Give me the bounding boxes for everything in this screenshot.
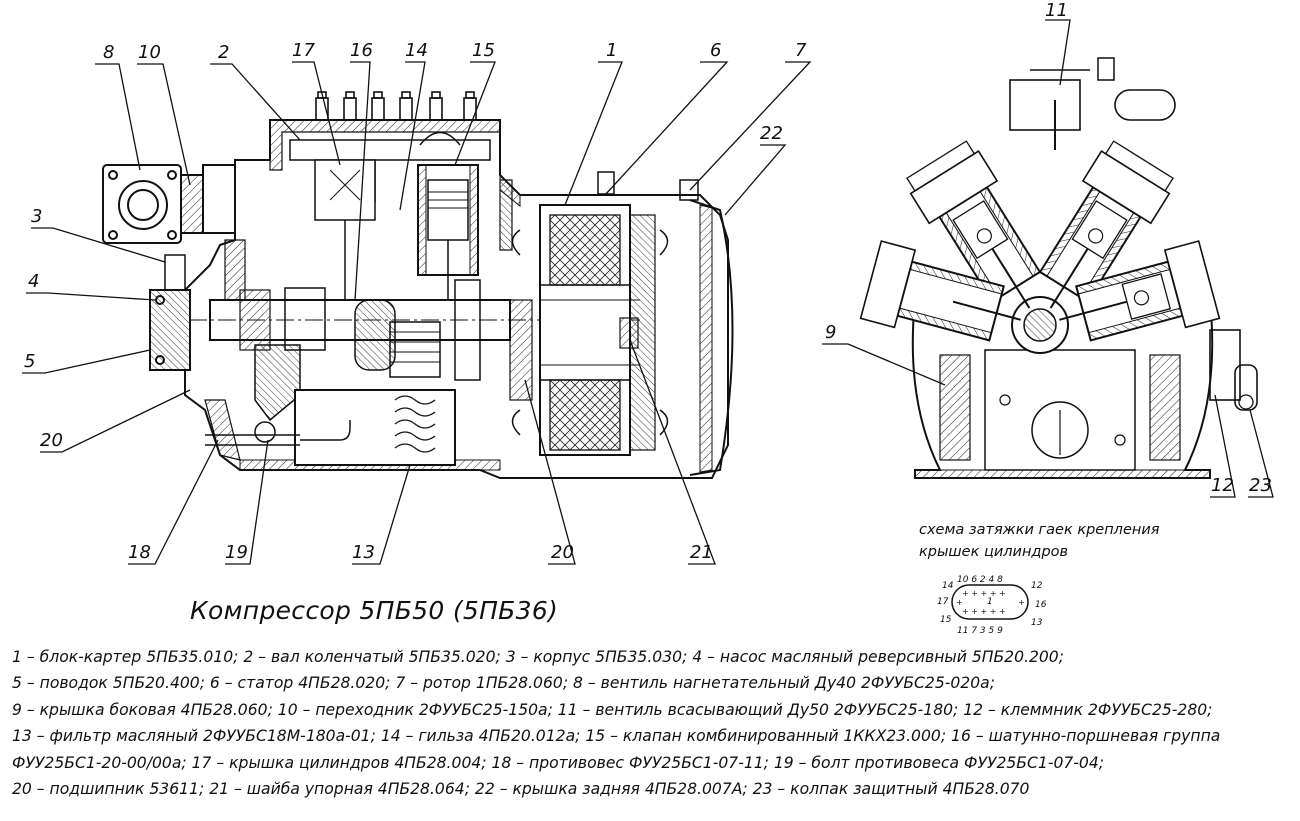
side-section-view	[102, 91, 734, 479]
callout-17: 17	[292, 40, 315, 61]
callout-5: 5	[24, 351, 35, 372]
scheme-right-mid: 16	[1035, 600, 1047, 610]
leader-lines	[22, 19, 1274, 565]
cylinder-upper-left	[906, 140, 1042, 309]
scheme-center: 1	[987, 597, 993, 607]
scheme-top-numbers: 10 6 2 4 8	[957, 575, 1003, 585]
cylinder-right	[1059, 240, 1221, 342]
callout-23: 23	[1249, 475, 1272, 496]
parts-legend: 1 – блок-картер 5ПБ35.010; 2 – вал колен…	[12, 644, 1297, 802]
callout-11: 11	[1045, 0, 1068, 21]
scheme-left-mid: 17	[937, 597, 949, 607]
legend-line: ФУУ25БС1-20-00/00а; 17 – крышка цилиндро…	[12, 753, 1105, 772]
adapter	[202, 164, 236, 234]
cylinder-liner	[417, 164, 479, 300]
rear-cover	[689, 199, 734, 476]
scheme-right-bottom: 13	[1031, 618, 1043, 628]
svg-text:+: +	[956, 598, 963, 607]
cylinder-left	[859, 240, 1021, 342]
drawing-title: Компрессор 5ПБ50 (5ПБ36)	[190, 596, 559, 625]
svg-text:+ + + + +: + + + + +	[962, 589, 1006, 598]
oil-pump	[149, 254, 191, 371]
tightening-scheme: 10 6 2 4 8 11 7 3 5 9 14 17 15 12 16 13 …	[937, 575, 1047, 636]
callout-6: 6	[710, 40, 721, 61]
scheme-bottom-numbers: 11 7 3 5 9	[957, 626, 1003, 636]
callout-16: 16	[350, 40, 373, 61]
scheme-right-top: 12	[1031, 581, 1043, 591]
legend-line: 20 – подшипник 53611; 21 – шайба упорная…	[12, 779, 1030, 798]
callout-1: 1	[606, 40, 617, 61]
legend-line: 5 – поводок 5ПБ20.400; 6 – статор 4ПБ28.…	[12, 674, 995, 693]
scheme-caption-line1: схема затяжки гаек крепления	[919, 522, 1160, 538]
callout-14: 14	[405, 40, 428, 61]
callout-8: 8	[103, 42, 114, 63]
callout-22: 22	[760, 123, 783, 144]
callout-numbers: 8 10 2 17 16 14 15 1 6 7 22 3 4 5 20 18 …	[24, 0, 1272, 563]
callout-20-left: 20	[40, 430, 63, 451]
cylinder-upper-right	[1038, 140, 1174, 309]
suction-valve	[1009, 57, 1176, 150]
discharge-valve	[102, 164, 204, 244]
legend-line: 9 – крышка боковая 4ПБ28.060; 10 – перех…	[12, 700, 1213, 719]
svg-text:+: +	[1018, 598, 1025, 607]
legend-line: 1 – блок-картер 5ПБ35.010; 2 – вал колен…	[12, 648, 1064, 666]
callout-13: 13	[352, 542, 375, 563]
front-section-view	[859, 57, 1258, 479]
callout-3: 3	[31, 206, 42, 227]
callout-19: 19	[225, 542, 248, 563]
callout-18: 18	[128, 542, 151, 563]
protective-cap	[1234, 364, 1258, 411]
oil-filter	[205, 389, 456, 466]
callout-9: 9	[825, 322, 836, 343]
callout-10: 10	[138, 42, 161, 63]
legend-line: 13 – фильтр масляный 2ФУУБС18М-180а-01; …	[12, 727, 1221, 746]
callout-7: 7	[795, 40, 807, 61]
scheme-caption-line2: крышек цилиндров	[919, 544, 1069, 560]
cylinder-head-bolts	[315, 91, 477, 121]
svg-text:+ + + + +: + + + + +	[962, 607, 1006, 616]
callout-12: 12	[1211, 475, 1234, 496]
callout-2: 2	[218, 42, 229, 63]
callout-4: 4	[28, 271, 39, 292]
callout-20-right: 20	[551, 542, 574, 563]
callout-15: 15	[472, 40, 495, 61]
scheme-left-bottom: 15	[940, 615, 952, 625]
counterweight	[254, 344, 301, 422]
scheme-left-top: 14	[942, 581, 954, 591]
callout-21: 21	[690, 542, 713, 563]
